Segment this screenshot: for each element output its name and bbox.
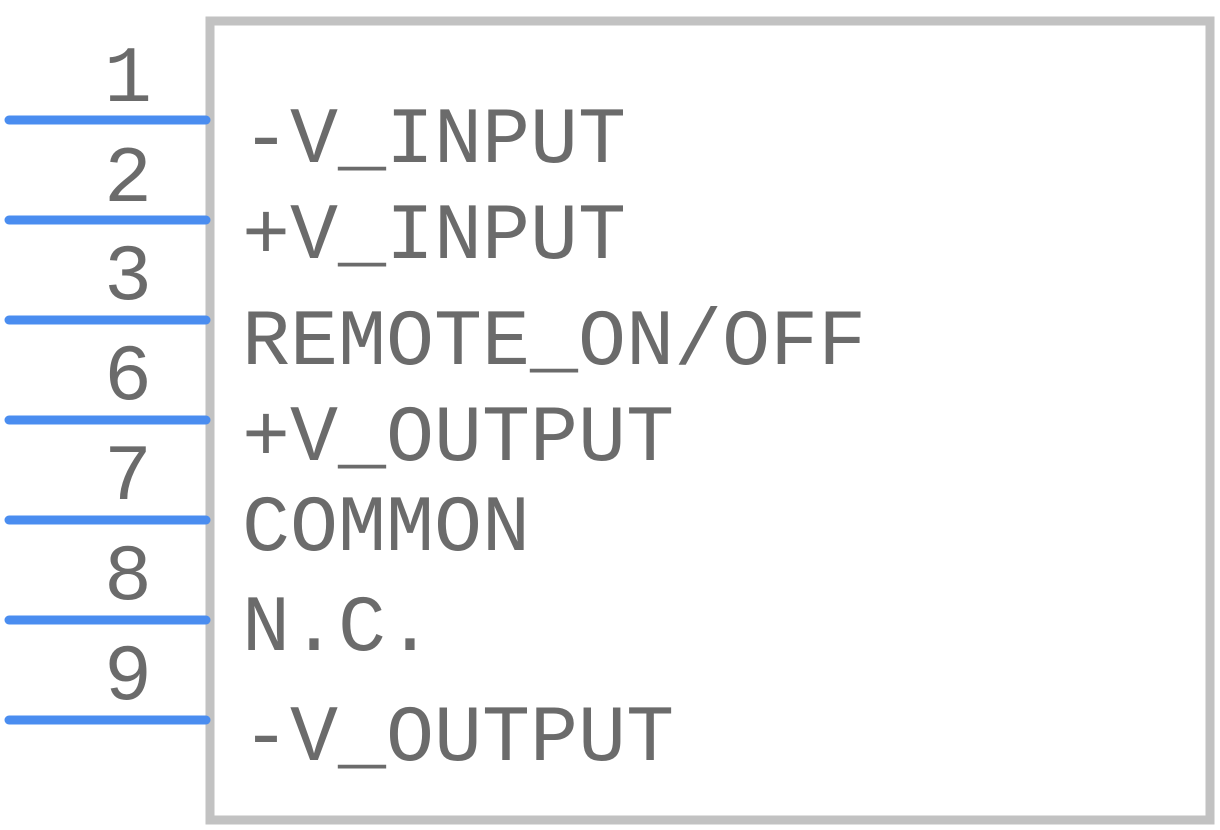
component-body-outline [205, 16, 1215, 825]
pin-label: REMOTE_ON/OFF [242, 298, 866, 389]
pin-number: 1 [104, 35, 152, 126]
pin-label: +V_OUTPUT [242, 394, 674, 485]
pin-number: 2 [104, 135, 152, 226]
pin-label: COMMON [242, 484, 530, 575]
pin-6: 6 +V_OUTPUT [4, 333, 674, 485]
pin-3: 3 REMOTE_ON/OFF [4, 233, 866, 389]
pin-label: -V_OUTPUT [242, 694, 674, 785]
pin-label: +V_INPUT [242, 192, 626, 283]
pin-9: 9 -V_OUTPUT [4, 633, 674, 785]
pin-number: 8 [104, 533, 152, 624]
pin-number: 7 [104, 433, 152, 524]
pin-1: 1 -V_INPUT [4, 35, 626, 187]
pin-number: 3 [104, 233, 152, 324]
pin-2: 2 +V_INPUT [4, 135, 626, 283]
pin-number: 9 [104, 633, 152, 724]
pin-label: N.C. [242, 584, 434, 675]
pin-8: 8 N.C. [4, 533, 434, 675]
pin-number: 6 [104, 333, 152, 424]
pin-7: 7 COMMON [4, 433, 530, 575]
pin-label: -V_INPUT [242, 96, 626, 187]
